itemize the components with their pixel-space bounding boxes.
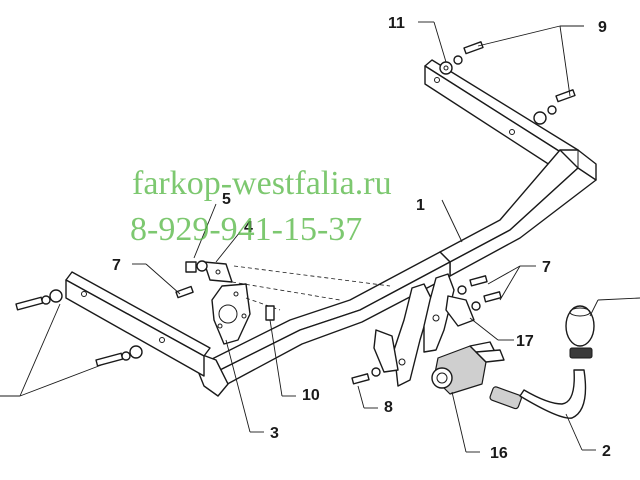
leader-lines — [0, 21, 640, 453]
callout-9: 9 — [598, 19, 607, 36]
watermark-phone: 8-929-941-15-37 — [130, 211, 362, 248]
callout-5: 5 — [222, 191, 231, 208]
cross-beam — [65, 59, 597, 397]
callout-8: 8 — [384, 399, 393, 416]
small-bracket — [203, 261, 233, 283]
callout-1: 1 — [416, 197, 425, 214]
callout-4: 4 — [244, 219, 253, 236]
callout-labels: 11 9 5 4 1 7 7 17 10 8 3 16 2 — [112, 15, 611, 462]
watermark-site: farkop-westfalia.ru — [132, 165, 392, 202]
bracket-17 — [445, 295, 475, 327]
callout-7-right: 7 — [542, 259, 551, 276]
socket-plate — [211, 283, 251, 345]
fasteners — [15, 41, 576, 385]
callout-11: 11 — [388, 15, 405, 32]
callout-2: 2 — [602, 443, 611, 460]
callout-10: 10 — [302, 387, 320, 404]
center-mount-brackets — [373, 273, 455, 387]
socket-assembly — [431, 341, 505, 395]
callout-16: 16 — [490, 445, 508, 462]
tow-ball — [489, 305, 595, 419]
callout-7-left: 7 — [112, 257, 121, 274]
watermark: farkop-westfalia.ru 8-929-941-15-37 — [130, 165, 392, 248]
callout-17: 17 — [516, 333, 534, 350]
callout-3: 3 — [270, 425, 279, 442]
